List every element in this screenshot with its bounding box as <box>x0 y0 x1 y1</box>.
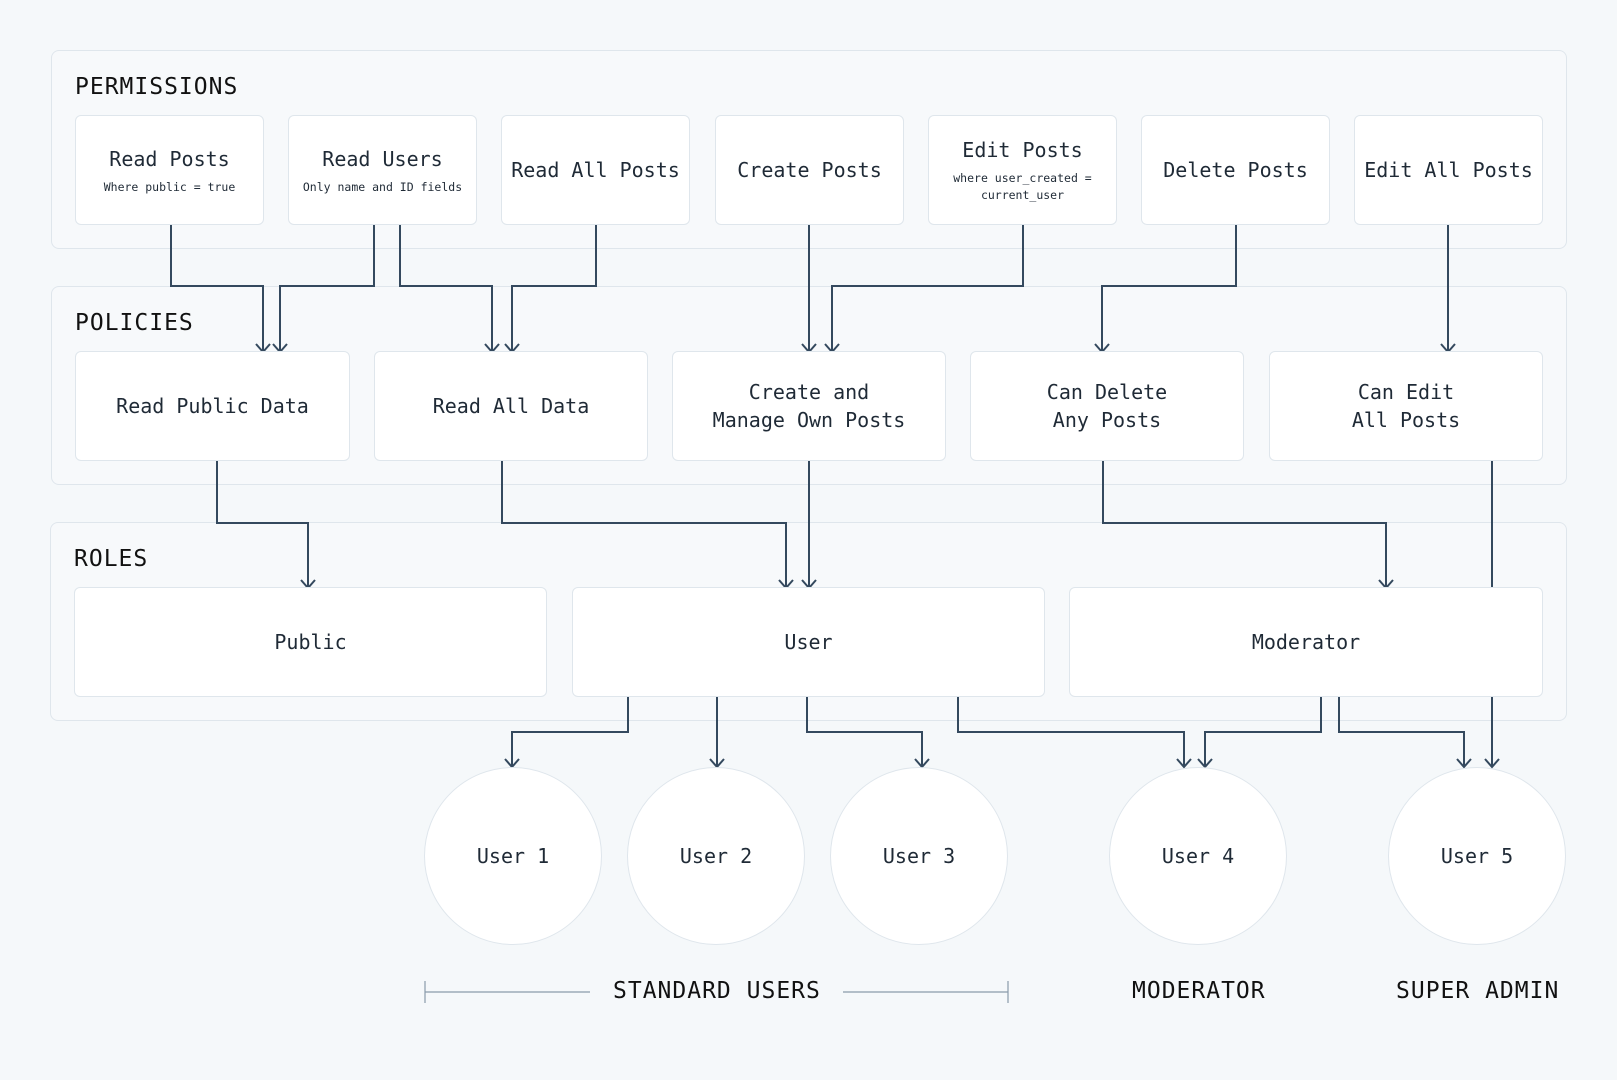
permission-label: Edit Posts <box>962 138 1083 162</box>
permission-read-posts[interactable]: Read Posts Where public = true <box>75 115 264 225</box>
user-circle-4[interactable]: User 4 <box>1109 767 1287 945</box>
group-label-super-admin: SUPER ADMIN <box>1396 978 1560 1004</box>
user-circle-3[interactable]: User 3 <box>830 767 1008 945</box>
permission-edit-all-posts[interactable]: Edit All Posts <box>1354 115 1543 225</box>
permission-note: Where public = true <box>103 179 236 194</box>
permission-label: Read Posts <box>109 146 230 171</box>
policies-title: POLICIES <box>75 310 194 336</box>
permission-label: Delete Posts <box>1163 158 1308 182</box>
connector-user-to-user3 <box>806 697 923 767</box>
policy-label: Create and Manage Own Posts <box>712 380 906 432</box>
user-circle-1[interactable]: User 1 <box>424 767 602 945</box>
role-user[interactable]: User <box>572 587 1045 697</box>
role-public[interactable]: Public <box>74 587 547 697</box>
permission-read-all-posts[interactable]: Read All Posts <box>501 115 690 225</box>
permission-read-users[interactable]: Read Users Only name and ID fields <box>288 115 477 225</box>
connector-read-public-to-public <box>216 461 309 588</box>
user-circle-2[interactable]: User 2 <box>627 767 805 945</box>
permission-label: Edit All Posts <box>1364 158 1533 182</box>
policy-read-public-data[interactable]: Read Public Data <box>75 351 350 461</box>
group-label-standard-users: STANDARD USERS <box>613 978 821 1004</box>
policy-read-all-data[interactable]: Read All Data <box>374 351 648 461</box>
connector-user-to-user4 <box>957 697 1185 767</box>
user-circle-5[interactable]: User 5 <box>1388 767 1566 945</box>
standard-users-bracket-right <box>843 981 1009 1003</box>
permission-label: Create Posts <box>737 158 882 182</box>
connector-moderator-to-user5 <box>1338 697 1465 767</box>
permission-note: where user_created = current_user <box>953 171 1092 202</box>
connector-read-users-to-read-public <box>279 225 375 352</box>
permission-create-posts[interactable]: Create Posts <box>715 115 904 225</box>
connector-delete-posts-to-delete-any <box>1101 225 1237 352</box>
policy-label: Can Edit All Posts <box>1351 380 1461 432</box>
connector-read-all-posts-to-read-all <box>511 225 597 352</box>
role-label: Moderator <box>1251 630 1361 654</box>
permissions-title: PERMISSIONS <box>75 74 239 100</box>
connector-read-all-to-user <box>501 461 787 588</box>
policy-label: Read All Data <box>432 394 590 418</box>
permission-label: Read All Posts <box>511 158 680 182</box>
permission-edit-posts[interactable]: Edit Posts where user_created = current_… <box>928 115 1117 225</box>
connector-edit-posts-to-manage-own <box>831 225 1024 352</box>
policy-label: Can Delete Any Posts <box>1046 380 1168 432</box>
role-label: User <box>784 630 833 654</box>
group-label-moderator: MODERATOR <box>1132 978 1266 1004</box>
policy-label: Read Public Data <box>116 394 309 418</box>
connector-delete-any-to-moderator <box>1102 461 1387 588</box>
connector-user-to-user1 <box>511 697 629 767</box>
policy-can-edit-all-posts[interactable]: Can Edit All Posts <box>1269 351 1543 461</box>
role-moderator[interactable]: Moderator <box>1069 587 1543 697</box>
roles-title: ROLES <box>74 546 149 572</box>
policy-can-delete-any-posts[interactable]: Can Delete Any Posts <box>970 351 1244 461</box>
connector-read-users-to-read-all <box>399 225 493 352</box>
connector-moderator-to-user4 <box>1204 697 1322 767</box>
permission-delete-posts[interactable]: Delete Posts <box>1141 115 1330 225</box>
policy-create-manage-own-posts[interactable]: Create and Manage Own Posts <box>672 351 946 461</box>
role-label: Public <box>274 630 347 654</box>
permission-note: Only name and ID fields <box>302 179 463 194</box>
standard-users-bracket-left <box>424 981 590 1003</box>
connector-read-posts-to-read-public <box>170 225 264 352</box>
permission-label: Read Users <box>322 146 443 171</box>
